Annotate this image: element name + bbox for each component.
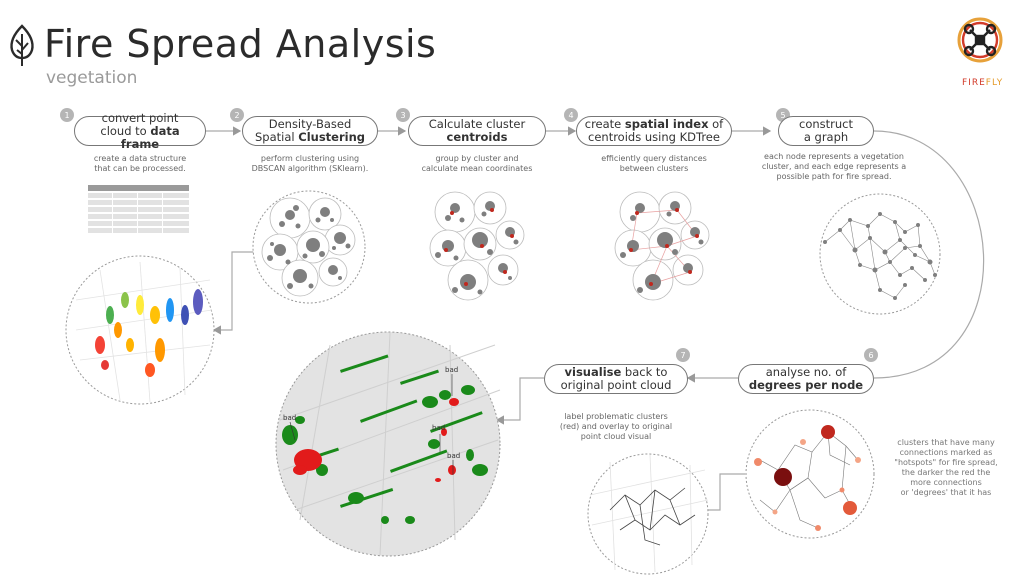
step-label: analyse no. of [765,365,847,379]
drone-icon [956,14,1004,76]
step-description: each node represents a vegetation cluste… [754,152,914,182]
note-line: or 'degrees' that it has [900,488,992,497]
desc-line: label problematic clusters [564,412,668,421]
desc-line: group by cluster and [435,154,519,163]
step-label-bold: spatial index [624,117,709,131]
note-line: connections marked as [899,448,993,457]
page-title: Fire Spread Analysis [44,22,437,66]
bad-label: bad [432,424,445,432]
desc-line: cluster, and each edge represents a [761,162,907,171]
brand-name-fly: FLY [985,78,1004,88]
step-label: Density-Based [268,117,352,131]
step-description: group by cluster and calculate mean coor… [402,154,552,174]
desc-line: calculate mean coordinates [421,164,533,173]
step-label: create [584,117,625,131]
step-label: Spatial [255,130,299,144]
desc-line: efficiently query distances [601,154,707,163]
desc-line: create a data structure [93,154,187,163]
step-description: efficiently query distances between clus… [578,154,730,174]
step-description: create a data structure that can be proc… [70,154,210,174]
overlay-point-cloud: bad bad bad bad [275,331,501,557]
note-line: clusters that have many [897,438,995,447]
bad-label: bad [445,366,458,374]
centroid-illustration [429,191,525,301]
step-number: 1 [60,108,74,122]
step-label-bold: visualise [564,365,622,379]
point-cloud-sphere [65,255,215,405]
note-line: more connections [910,478,982,487]
clustering-illustration [252,190,366,304]
step-label: of [708,117,724,131]
step-label: original point cloud [560,378,672,392]
bad-label: bad [447,452,460,460]
note-line: the darker the red the [901,468,991,477]
step-description: perform clustering using DBSCAN algorith… [236,154,384,174]
step-label: construct [799,117,853,131]
data-table-illustration [88,185,189,233]
step-label: convert point [101,110,179,125]
degree-graph-3d [587,453,709,575]
brand-name: FIREFLY [962,78,1003,88]
step-description: label problematic clusters (red) and ove… [542,412,690,442]
step-connectors [205,126,985,515]
step-number: 7 [676,348,690,362]
desc-line: each node represents a vegetation [764,152,904,161]
step-label-bold: Clustering [298,130,365,144]
note-line: "hotspots" for fire spread, [894,458,998,467]
desc-line: point cloud visual [580,432,652,441]
desc-line: between clusters [619,164,689,173]
desc-line: possible path for fire spread. [776,172,892,181]
step-label: Calculate cluster [428,117,526,131]
step-number: 2 [230,108,244,122]
page-subtitle: vegetation [46,68,138,88]
step-label: centroids using KDTree [588,130,720,144]
graph-illustration [819,193,941,315]
hotspot-note: clusters that have many connections mark… [886,438,1006,498]
step-label: a graph [803,130,849,144]
desc-line: (red) and overlay to original [559,422,673,431]
hotspot-illustration [745,409,875,539]
step-number: 4 [564,108,578,122]
tree-icon [6,24,38,68]
brand-name-fire: FIRE [962,78,986,88]
step-label: cloud to [100,123,151,138]
step-label: back to [621,365,668,379]
desc-line: that can be processed. [94,164,186,173]
kdtree-illustration [614,191,710,301]
step-number: 6 [864,348,878,362]
bad-label: bad [283,414,296,422]
desc-line: DBSCAN algorithm (SKlearn). [251,164,369,173]
step-number: 3 [396,108,410,122]
step-label-bold: data frame [120,123,180,151]
desc-line: perform clustering using [260,154,360,163]
step-label-bold: centroids [446,130,508,144]
step-label-bold: degrees per node [748,378,864,392]
